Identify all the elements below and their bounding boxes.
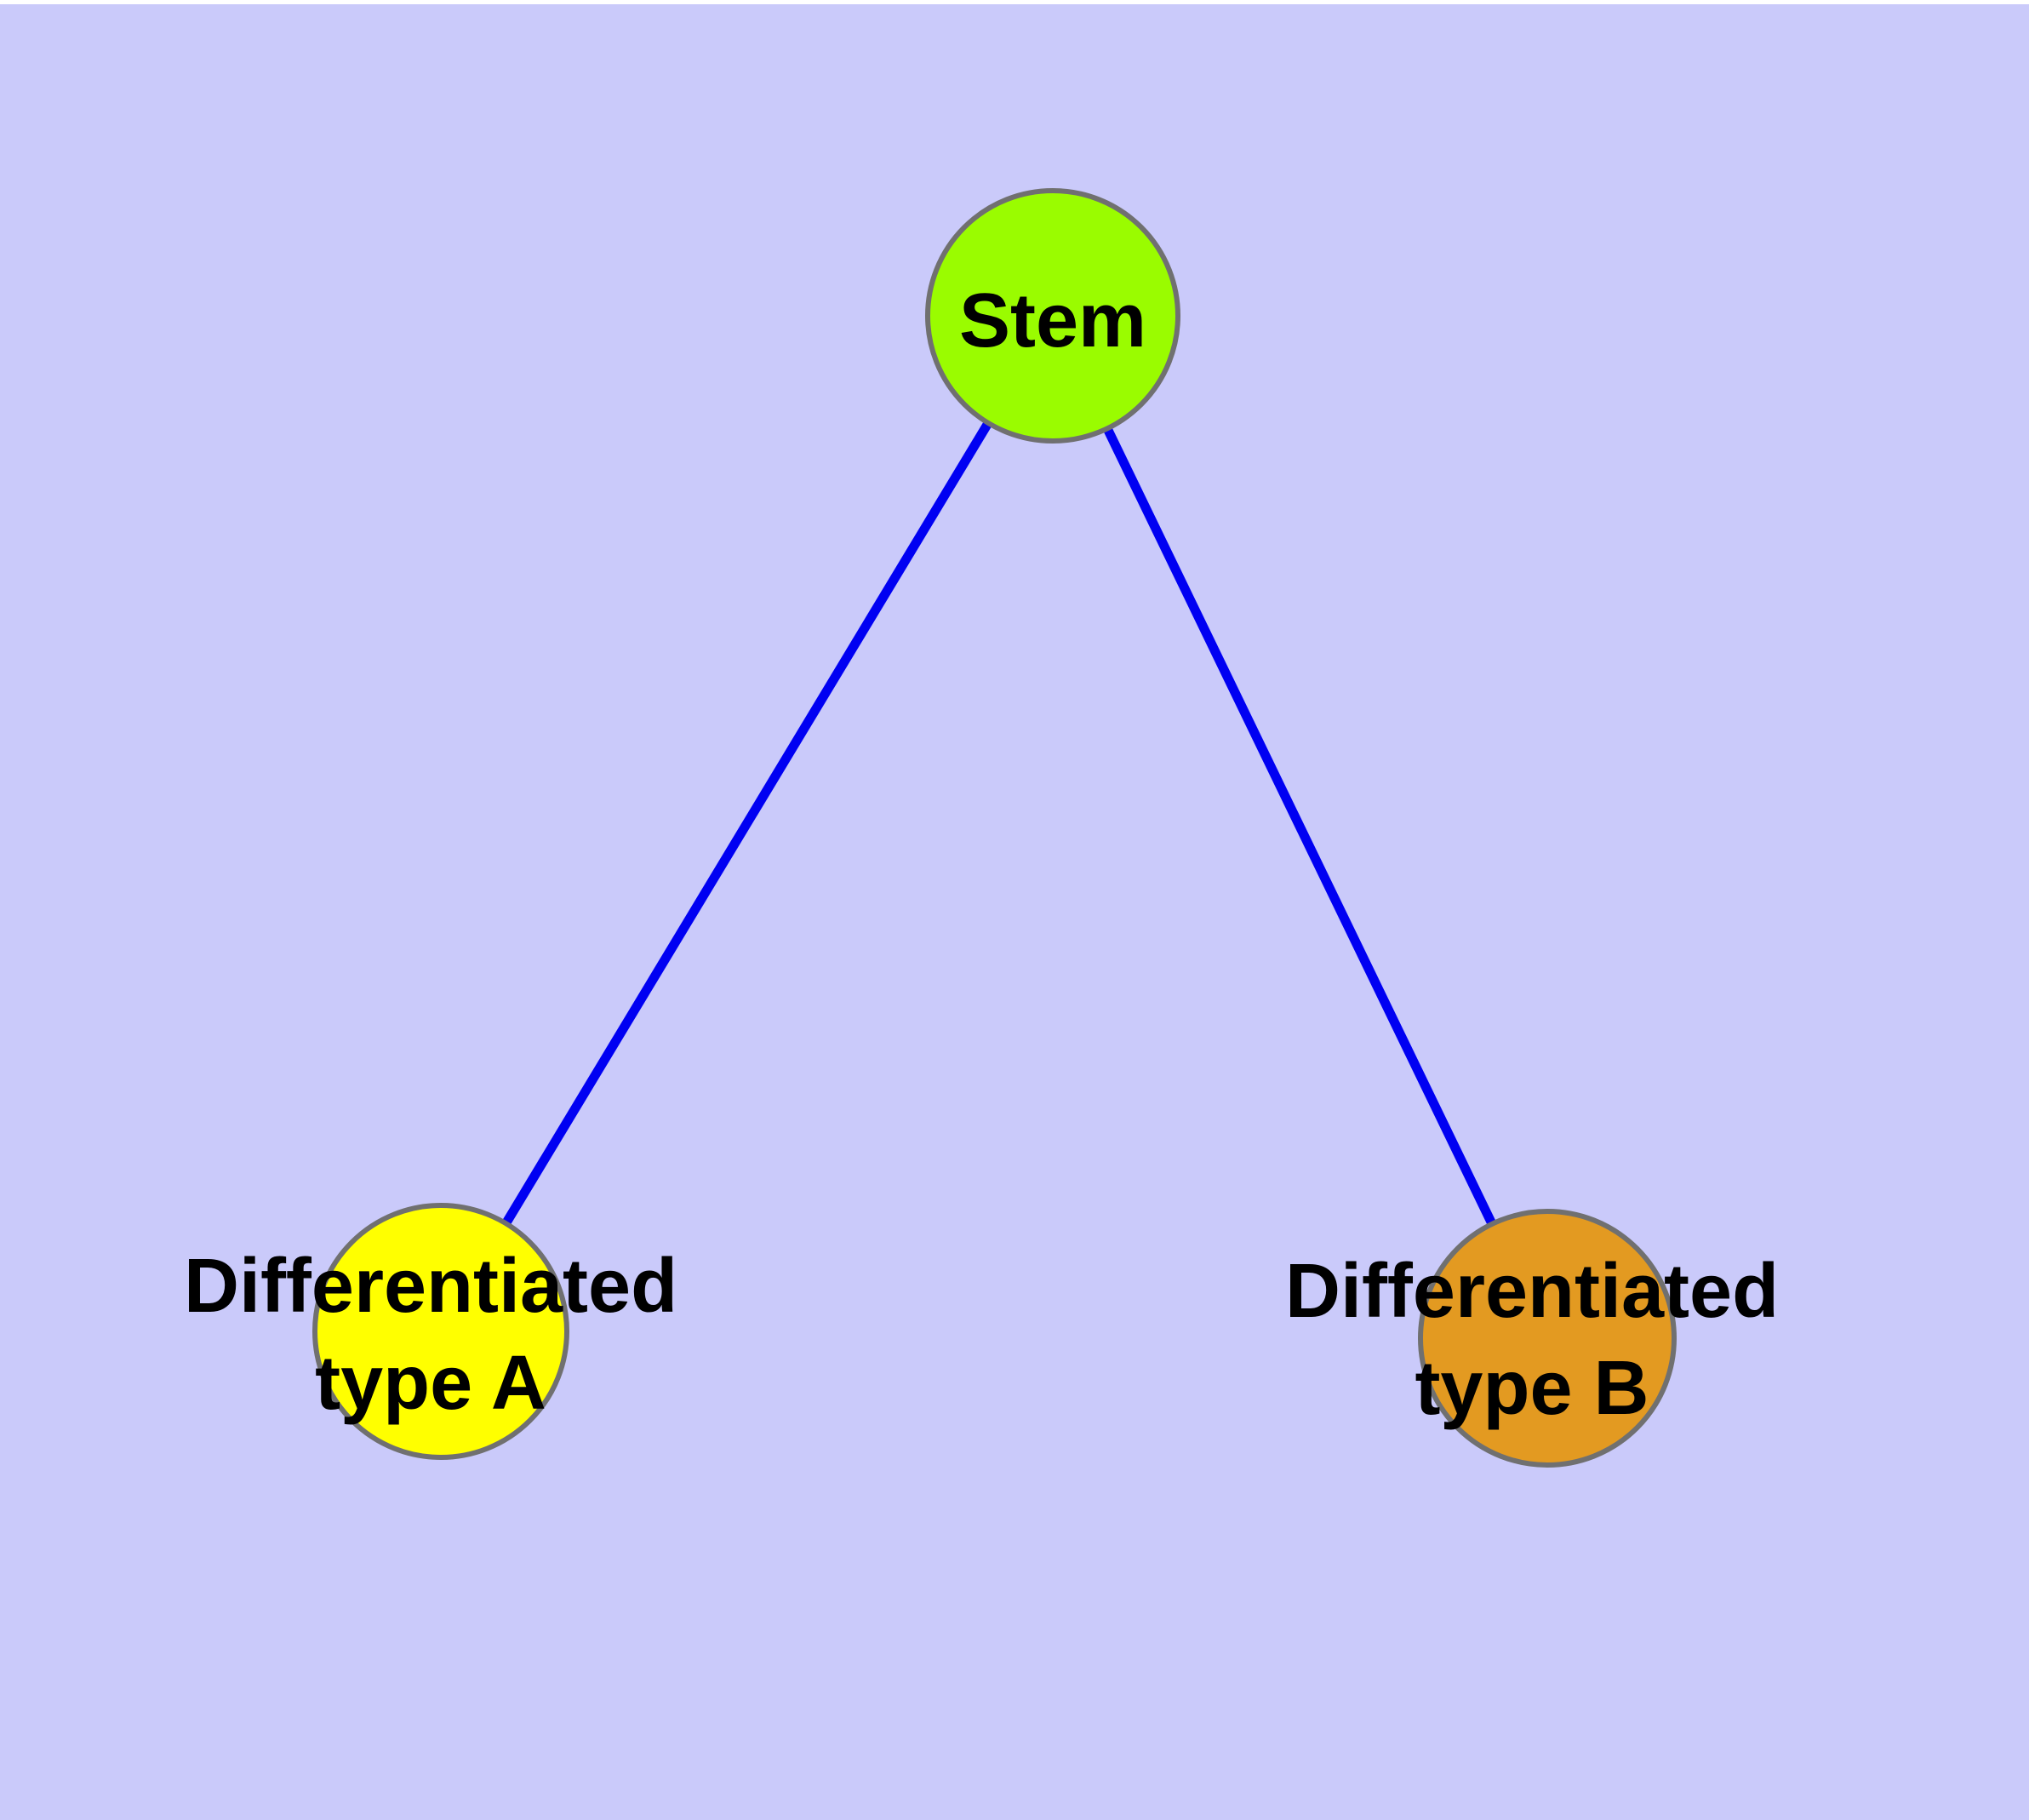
node-type-a-circle (312, 1203, 569, 1460)
edge-stem-to-type-b (1049, 313, 1552, 1341)
node-stem-circle (925, 188, 1180, 444)
top-white-strip (0, 0, 2029, 4)
edge-stem-to-type-a (437, 313, 1057, 1334)
node-type-b-circle (1418, 1209, 1677, 1468)
